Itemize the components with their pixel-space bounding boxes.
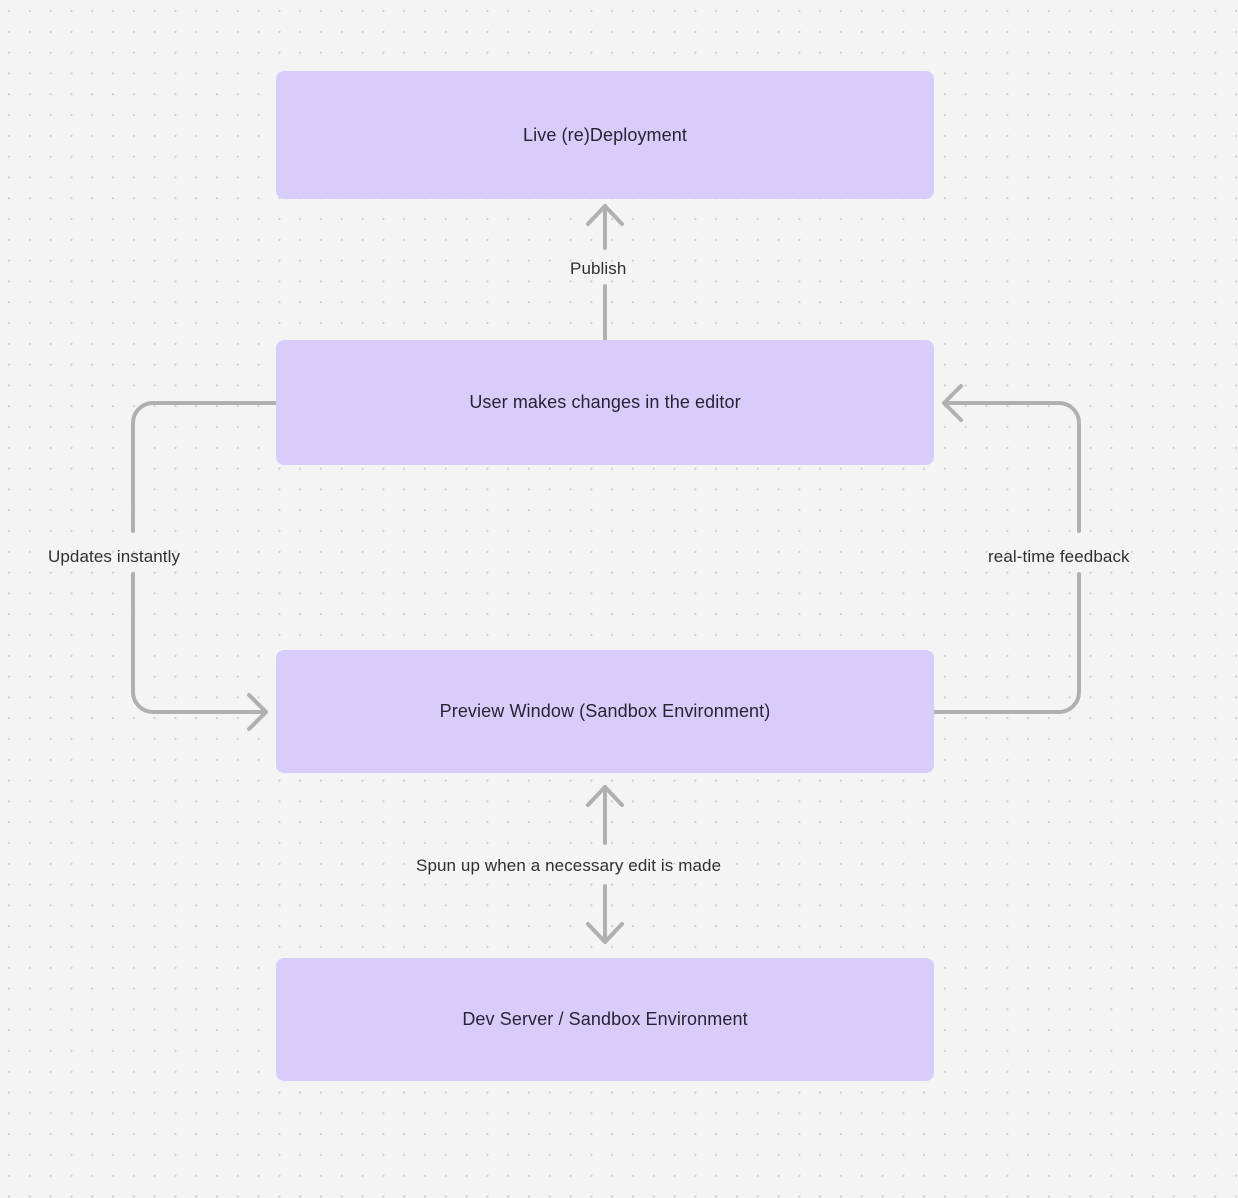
node-dev-server[interactable]: Dev Server / Sandbox Environment	[276, 958, 934, 1081]
node-label: User makes changes in the editor	[469, 392, 741, 412]
node-user-makes-changes[interactable]: User makes changes in the editor	[276, 340, 934, 465]
node-preview-window[interactable]: Preview Window (Sandbox Environment)	[276, 650, 934, 773]
node-label: Live (re)Deployment	[523, 124, 687, 145]
edge-label-spun-up: Spun up when a necessary edit is made	[416, 856, 722, 875]
edge-label-updates-instantly: Updates instantly	[48, 547, 181, 566]
edge-label-real-time-feedback: real-time feedback	[988, 547, 1130, 566]
node-live-redeployment[interactable]: Live (re)Deployment	[276, 71, 934, 199]
node-label: Preview Window (Sandbox Environment)	[439, 701, 771, 721]
node-label: Dev Server / Sandbox Environment	[462, 1009, 748, 1029]
edge-label-publish: Publish	[570, 259, 627, 278]
